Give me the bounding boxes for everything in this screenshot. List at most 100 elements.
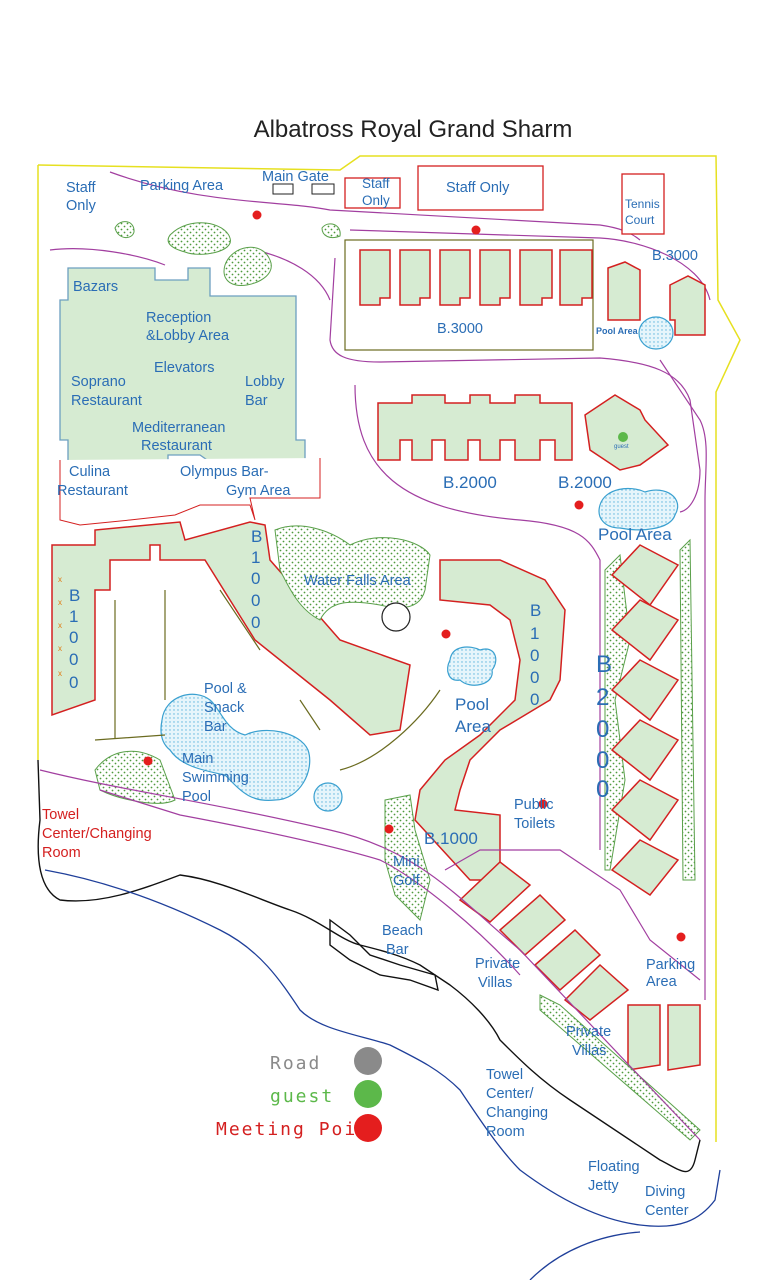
legend-label-meeting-point: Meeting Point — [216, 1119, 383, 1140]
legend-label-road: Road — [270, 1053, 321, 1074]
map-title: Albatross Royal Grand Sharm — [254, 116, 573, 143]
svg-text:x: x — [58, 669, 62, 678]
b3000-east — [607, 261, 706, 336]
pool-small-round — [313, 782, 343, 812]
label-bazars: Bazars — [73, 279, 118, 295]
road-ring — [329, 257, 701, 513]
legend-label-guest: guest — [270, 1086, 334, 1107]
staff-only-block — [417, 165, 544, 211]
garden-main-pool — [94, 750, 176, 804]
legend-swatch-meeting-point — [354, 1114, 382, 1142]
label-water-falls: Water Falls Area — [304, 573, 412, 589]
paths-center — [94, 589, 441, 771]
pool-b3000 — [638, 316, 674, 350]
b2000-guest-building — [584, 394, 670, 471]
meeting-point-main-pool — [143, 756, 153, 766]
label-olympus: Olympus Bar-Gym Area — [180, 464, 291, 499]
garden-top-4 — [321, 223, 341, 239]
pool-mid — [447, 646, 497, 686]
main-swimming-pool — [160, 693, 311, 802]
label-pool-area-right: Pool Area — [598, 525, 672, 544]
road-south — [39, 769, 701, 1141]
garden-mini-golf — [384, 794, 431, 921]
label-main-gate: Main Gate — [262, 169, 329, 185]
label-b3000-center: B.3000 — [437, 321, 483, 337]
road-east — [659, 359, 707, 1000]
label-b2000-b: B.2000 — [558, 473, 612, 492]
svg-text:x: x — [58, 598, 62, 607]
road-ring-2 — [354, 384, 601, 850]
meeting-point-water-falls — [441, 629, 451, 639]
sea-line — [44, 869, 721, 1280]
private-villas-2 — [627, 1004, 701, 1071]
b3000-block — [344, 239, 594, 351]
meeting-point-b3000 — [471, 225, 481, 235]
meeting-point-parking — [676, 932, 686, 942]
road-villas — [444, 849, 701, 981]
meeting-point-b2000 — [574, 500, 584, 510]
water-falls-feature — [381, 602, 411, 632]
legend-swatch-road — [354, 1047, 382, 1075]
garden-top-3 — [223, 246, 272, 287]
svg-text:x: x — [58, 621, 62, 630]
meeting-point-gate — [252, 210, 262, 220]
svg-text:x: x — [58, 644, 62, 653]
road-south-2 — [99, 789, 521, 976]
main-gate-right — [311, 183, 335, 195]
private-villas-1 — [458, 861, 630, 1021]
map-legend: Road guest Meeting Point — [216, 1047, 383, 1142]
label-reception: Reception&Lobby Area — [146, 310, 230, 344]
pool-right — [598, 487, 679, 531]
guest-point — [618, 432, 628, 442]
meeting-points — [143, 210, 686, 942]
svg-text:x: x — [58, 575, 62, 584]
b1000-west-wing — [51, 521, 411, 736]
garden-top-2 — [167, 222, 231, 255]
label-b2000-a: B.2000 — [443, 473, 497, 492]
shoreline — [37, 759, 701, 1173]
beach-pier — [329, 918, 439, 992]
label-guest-small: guest — [614, 444, 629, 450]
legend-swatch-guest — [354, 1080, 382, 1108]
garden-water-falls — [274, 525, 431, 621]
garden-top-1 — [114, 221, 135, 238]
b2000-east-stack — [604, 538, 696, 897]
label-b1000-bottom: B.1000 — [424, 829, 478, 848]
b2000-north — [377, 394, 573, 461]
meeting-point-mini-golf — [384, 824, 394, 834]
label-elevators: Elevators — [154, 360, 214, 376]
tennis-court — [621, 173, 665, 235]
label-parking-area-top: Parking Area — [140, 178, 224, 194]
meeting-point-toilets — [538, 799, 548, 809]
property-boundary — [37, 155, 741, 1142]
b1000-west-markers: x x x x x — [58, 575, 62, 678]
culina-area — [59, 458, 321, 526]
staff-only-building — [344, 177, 401, 209]
label-staff-only-3: Staff Only — [446, 180, 510, 196]
